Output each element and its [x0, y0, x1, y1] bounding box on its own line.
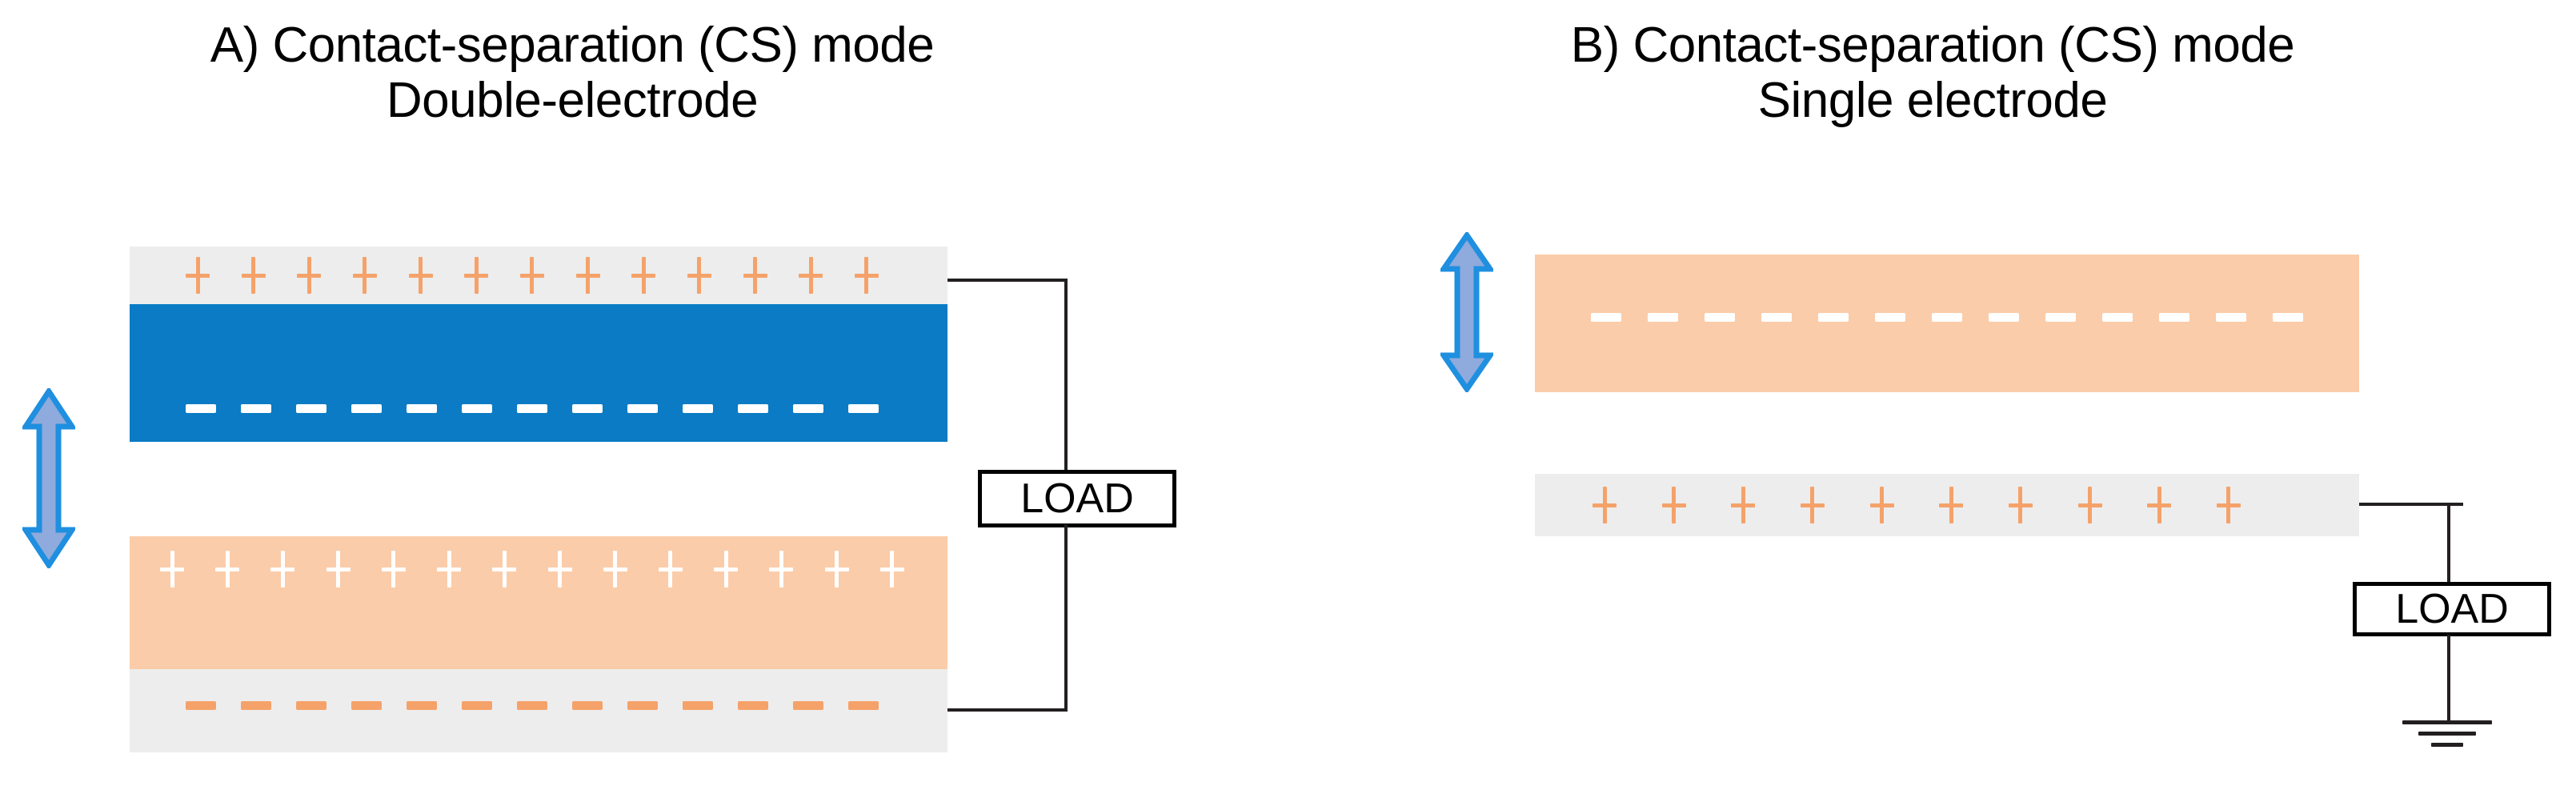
panel-a-load-label: LOAD: [1020, 475, 1134, 522]
panel-b-load-label: LOAD: [2395, 586, 2509, 632]
panel-a-title-line2: Double-electrode: [386, 73, 759, 129]
panel-b-title: B) Contact-separation (CS) mode Single e…: [1360, 18, 2505, 129]
panel-a-wire-bottom: [947, 708, 1068, 712]
panel-a-title-line1: A) Contact-separation (CS) mode: [210, 18, 935, 73]
panel-b-title-line2: Single electrode: [1757, 73, 2108, 129]
panel-b-motion-arrow: [1440, 232, 1493, 392]
panel-b-electrode: [1535, 474, 2359, 536]
panel-a-load-box: LOAD: [978, 470, 1176, 527]
panel-a-bottom-tribolayer: [130, 536, 947, 669]
panel-b-title-line1: B) Contact-separation (CS) mode: [1570, 18, 2295, 73]
panel-b-ground-icon: [2399, 720, 2495, 751]
panel-a-title: A) Contact-separation (CS) mode Double-e…: [0, 18, 1144, 129]
panel-a-wire-right-upper: [1064, 279, 1068, 472]
panel-b-moving-tribolayer: [1535, 255, 2359, 392]
panel-a-wire-right-lower: [1064, 524, 1068, 712]
panel-b-wire-to-ground: [2447, 635, 2450, 723]
panel-b-wire-top: [2359, 503, 2463, 506]
panel-a-top-tribolayer: [130, 304, 947, 442]
panel-b-load-box: LOAD: [2353, 582, 2551, 636]
panel-a-motion-arrow: [22, 388, 75, 568]
panel-b-wire-down: [2447, 503, 2450, 584]
panel-a-top-electrode: [130, 247, 947, 304]
panel-a-bottom-electrode: [130, 669, 947, 752]
panel-a-wire-top: [947, 279, 1068, 282]
